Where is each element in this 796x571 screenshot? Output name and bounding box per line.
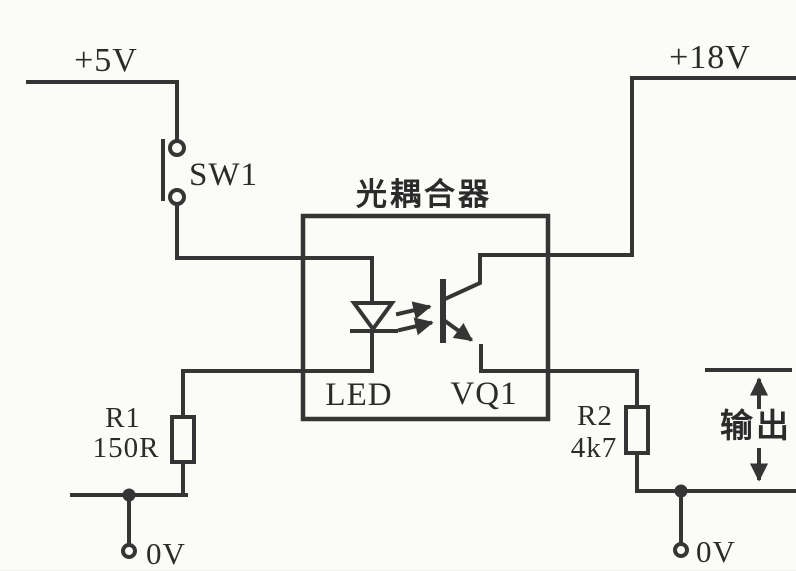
label-r1-ref: R1 bbox=[105, 402, 141, 434]
transistor-emitter-arrow bbox=[442, 318, 473, 342]
label-r2-value: 4k7 bbox=[570, 432, 618, 464]
label-switch-ref: SW1 bbox=[189, 157, 258, 193]
wire-switch-to-led bbox=[175, 203, 374, 305]
resistor-r2-body bbox=[624, 405, 650, 455]
label-ground-left: 0V bbox=[146, 536, 186, 571]
wire-5v-rail bbox=[26, 80, 179, 142]
wire-18v-to-collector bbox=[442, 76, 634, 302]
output-dimension-arrows bbox=[705, 368, 792, 482]
label-supply-left: +5V bbox=[74, 42, 138, 79]
phototransistor-symbol bbox=[440, 279, 473, 343]
led-triangle bbox=[350, 301, 396, 333]
label-coupler-title: 光耦合器 bbox=[356, 177, 492, 212]
ground-terminal-right bbox=[673, 542, 689, 558]
label-supply-right: +18V bbox=[669, 39, 751, 76]
label-output: 输出 bbox=[720, 409, 792, 445]
switch-contact-bottom bbox=[168, 188, 186, 206]
label-r1-value: 150R bbox=[92, 432, 160, 464]
switch-contact-top bbox=[168, 139, 186, 157]
resistor-r1-body bbox=[170, 415, 196, 464]
switch-sw1-symbol bbox=[161, 139, 186, 206]
label-led: LED bbox=[325, 377, 393, 413]
optocoupler-box bbox=[300, 213, 551, 422]
label-r2-ref: R2 bbox=[577, 400, 613, 432]
label-transistor-ref: VQ1 bbox=[450, 376, 518, 412]
wire-emitter-to-r2 bbox=[479, 344, 639, 409]
ground-terminal-left bbox=[121, 543, 137, 559]
label-ground-right: 0V bbox=[696, 534, 736, 569]
led-symbol bbox=[350, 301, 398, 333]
wire-led-to-r1 bbox=[181, 329, 374, 419]
light-arrows-icon bbox=[395, 301, 434, 336]
